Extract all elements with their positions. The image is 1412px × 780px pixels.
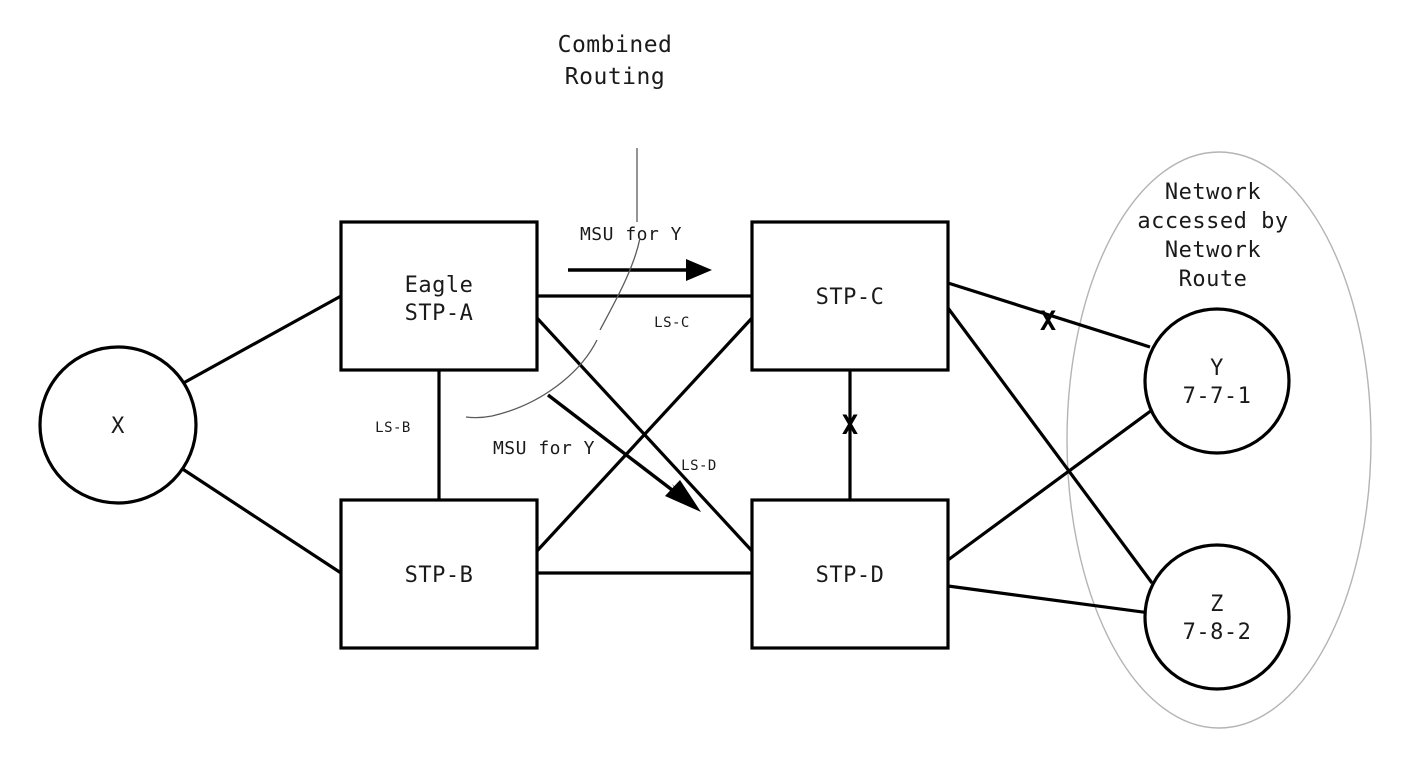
cloud-label-line4: Route <box>1179 267 1248 292</box>
node-stp-c[interactable] <box>750 220 950 372</box>
callout-leader-lower <box>465 339 598 419</box>
node-origin-x-label: X <box>111 414 125 439</box>
node-stp-d[interactable] <box>750 498 950 650</box>
node-stp-a-label-line2: STP-A <box>405 301 474 326</box>
node-stp-c-label: STP-C <box>816 285 885 310</box>
link-label-ls-d: LS-D <box>681 458 717 474</box>
cloud-label-line1: Network <box>1165 180 1261 205</box>
node-dest-y-label-line1: Y <box>1210 356 1224 381</box>
node-dest-y[interactable] <box>1143 307 1291 455</box>
page-title-line1: Combined <box>558 32 673 58</box>
node-stp-b-label: STP-B <box>405 563 474 588</box>
cloud-label-line2: accessed by <box>1137 209 1288 234</box>
msu-flow-horizontal-label: MSU for Y <box>580 224 682 245</box>
node-stp-a-label-line1: Eagle <box>405 273 474 298</box>
page-title-line2: Routing <box>565 64 665 90</box>
msu-flow-diagonal-label: MSU for Y <box>493 438 595 459</box>
failure-marker-c-to-y: X <box>1040 306 1056 337</box>
cloud-label-line3: Network <box>1165 238 1261 263</box>
node-dest-z-label-line1: Z <box>1210 592 1224 617</box>
link-x-to-stpb <box>177 464 342 575</box>
msu-flow-horizontal <box>568 259 712 281</box>
node-dest-y-label-line2: 7-7-1 <box>1183 384 1252 409</box>
link-stpd-to-z <box>947 584 1151 615</box>
node-stp-b[interactable] <box>339 498 539 650</box>
node-dest-z[interactable] <box>1143 543 1291 691</box>
msu-flow-diagonal <box>546 393 701 512</box>
link-stpc-to-y <box>947 281 1151 349</box>
link-label-ls-b: LS-B <box>375 420 411 436</box>
msu-flow-horizontal-arrowhead <box>686 259 712 281</box>
callout-leader-mid <box>599 237 641 331</box>
node-origin-x[interactable] <box>38 345 198 505</box>
msu-flow-diagonal-arrowhead <box>665 480 701 512</box>
link-stpd-to-y <box>947 408 1153 562</box>
failure-marker-cd: X <box>842 410 858 441</box>
network-cloud-outline <box>1066 151 1372 729</box>
link-label-ls-c: LS-C <box>654 315 690 331</box>
node-stp-a[interactable] <box>339 220 539 372</box>
node-dest-z-label-line2: 7-8-2 <box>1183 620 1252 645</box>
link-x-to-stpa <box>177 294 342 388</box>
node-stp-d-label: STP-D <box>816 563 885 588</box>
link-stpc-to-z <box>946 307 1154 584</box>
link-stpb-to-stpc <box>535 316 754 553</box>
